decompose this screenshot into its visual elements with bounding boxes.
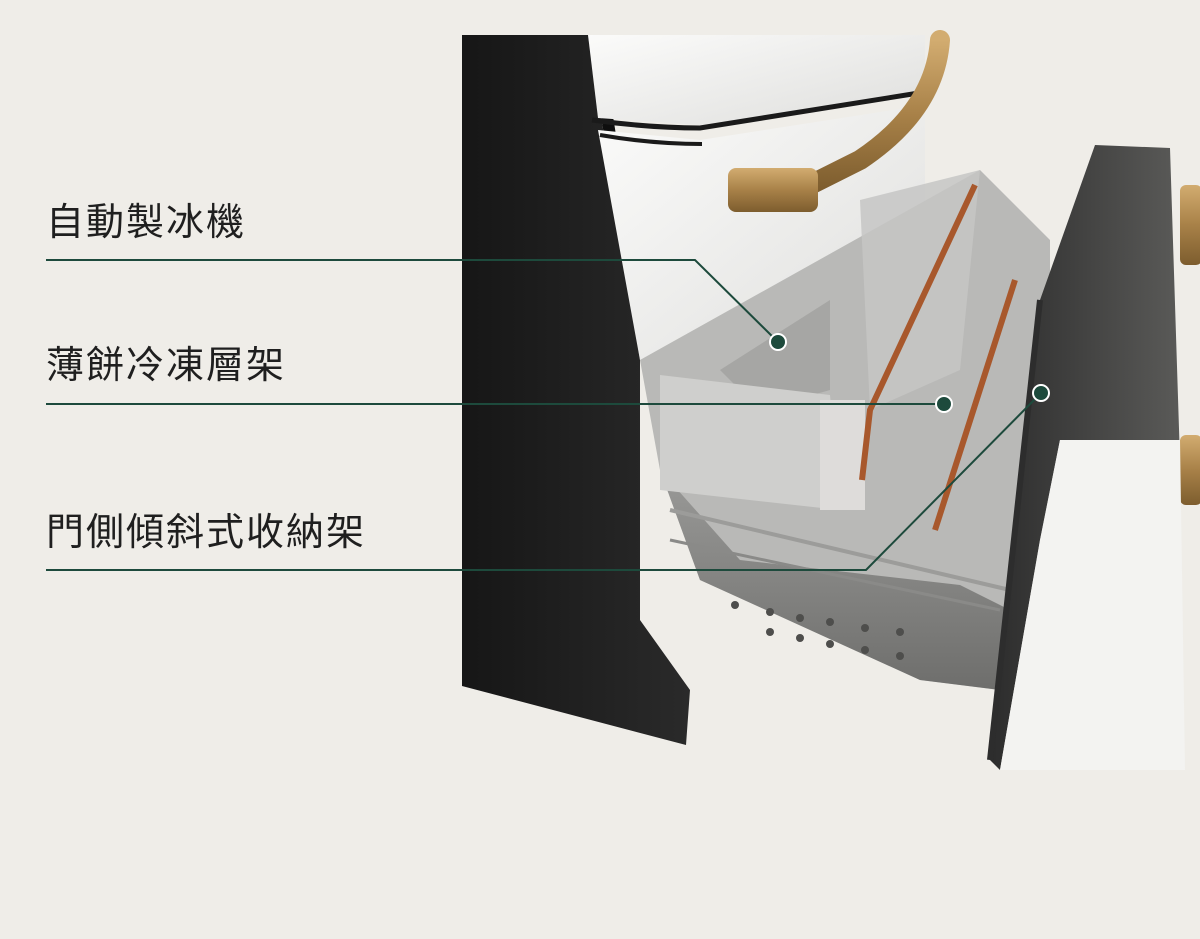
callout-label-pizza-shelf: 薄餅冷凍層架 — [46, 343, 287, 387]
callout-line-door-bin — [46, 392, 1042, 571]
callout-lines — [46, 259, 1042, 571]
callout-dots — [769, 333, 1050, 413]
callout-line-ice-maker — [46, 259, 779, 343]
callout-label-door-bin: 門側傾斜式收納架 — [46, 510, 367, 554]
callout-dot-ice-maker — [769, 333, 787, 351]
callout-dot-door-bin — [1032, 384, 1050, 402]
freezer-drawer — [640, 170, 1050, 690]
brass-handles — [728, 30, 1200, 505]
freezer-front-door — [987, 145, 1185, 770]
callout-dot-pizza-shelf — [935, 395, 953, 413]
callout-label-ice-maker: 自動製冰機 — [46, 200, 247, 244]
